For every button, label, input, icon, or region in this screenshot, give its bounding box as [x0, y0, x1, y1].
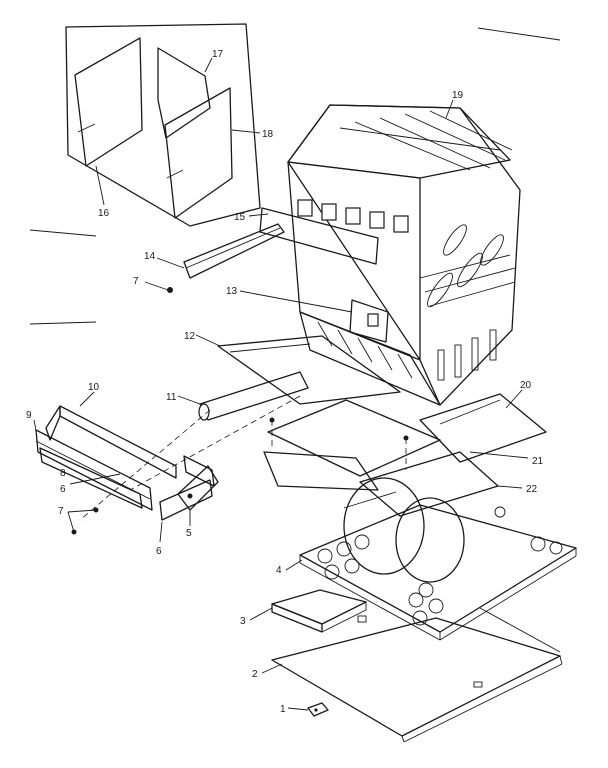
panel-17: [157, 47, 211, 139]
callout-14: 14: [144, 251, 156, 262]
part-14-bracket: [183, 223, 285, 279]
callout-18: 18: [262, 129, 274, 140]
part-5-bracket: [177, 465, 219, 511]
part-10-bracket: [59, 405, 177, 479]
callout-1: 1: [280, 704, 286, 715]
callout-labels: 1 2 3 4 5 6 6 7 7 8 9 10 11 12 13 14 15 …: [26, 49, 544, 715]
callout-4: 4: [276, 565, 282, 576]
callout-8: 8: [60, 468, 66, 479]
callout-11: 11: [166, 392, 177, 403]
burner-tray: [267, 399, 441, 477]
part-8-rail: [39, 447, 143, 509]
part-20-base-plate: [419, 393, 547, 463]
callout-19: 19: [452, 90, 464, 101]
part-2-access-panel: [271, 607, 563, 743]
part-3-filter: [271, 589, 367, 633]
callout-22: 22: [526, 484, 538, 495]
callout-9: 9: [26, 410, 32, 421]
callout-6b: 6: [60, 484, 66, 495]
callout-7b: 7: [58, 506, 64, 517]
callout-15: 15: [234, 212, 246, 223]
part-11-burner: [198, 371, 309, 421]
callout-21: 21: [532, 456, 544, 467]
callout-2: 2: [252, 669, 258, 680]
inset-panels: [65, 23, 261, 227]
heat-exchanger: [287, 104, 521, 406]
part-21-22-blower: [343, 451, 499, 583]
callout-17: 17: [212, 49, 224, 60]
callout-5: 5: [186, 528, 192, 539]
screw-7-top: [167, 287, 173, 293]
panel-18: [164, 87, 233, 219]
part-4-bottom-plate: [299, 504, 577, 641]
part-9-rail: [35, 429, 153, 511]
callout-13: 13: [226, 286, 238, 297]
callout-6a: 6: [156, 546, 162, 557]
panel-16: [74, 37, 143, 167]
leader-lines: [33, 57, 529, 711]
callout-20: 20: [520, 380, 532, 391]
part-15-strip: [259, 207, 379, 265]
callout-3: 3: [240, 616, 246, 627]
part-12-manifold: [217, 335, 401, 405]
callout-7a: 7: [133, 276, 139, 287]
callout-16: 16: [98, 208, 110, 219]
part-1-clip: [307, 702, 329, 717]
callout-10: 10: [88, 382, 100, 393]
part-13-plate: [349, 299, 389, 343]
callout-12: 12: [184, 331, 196, 342]
